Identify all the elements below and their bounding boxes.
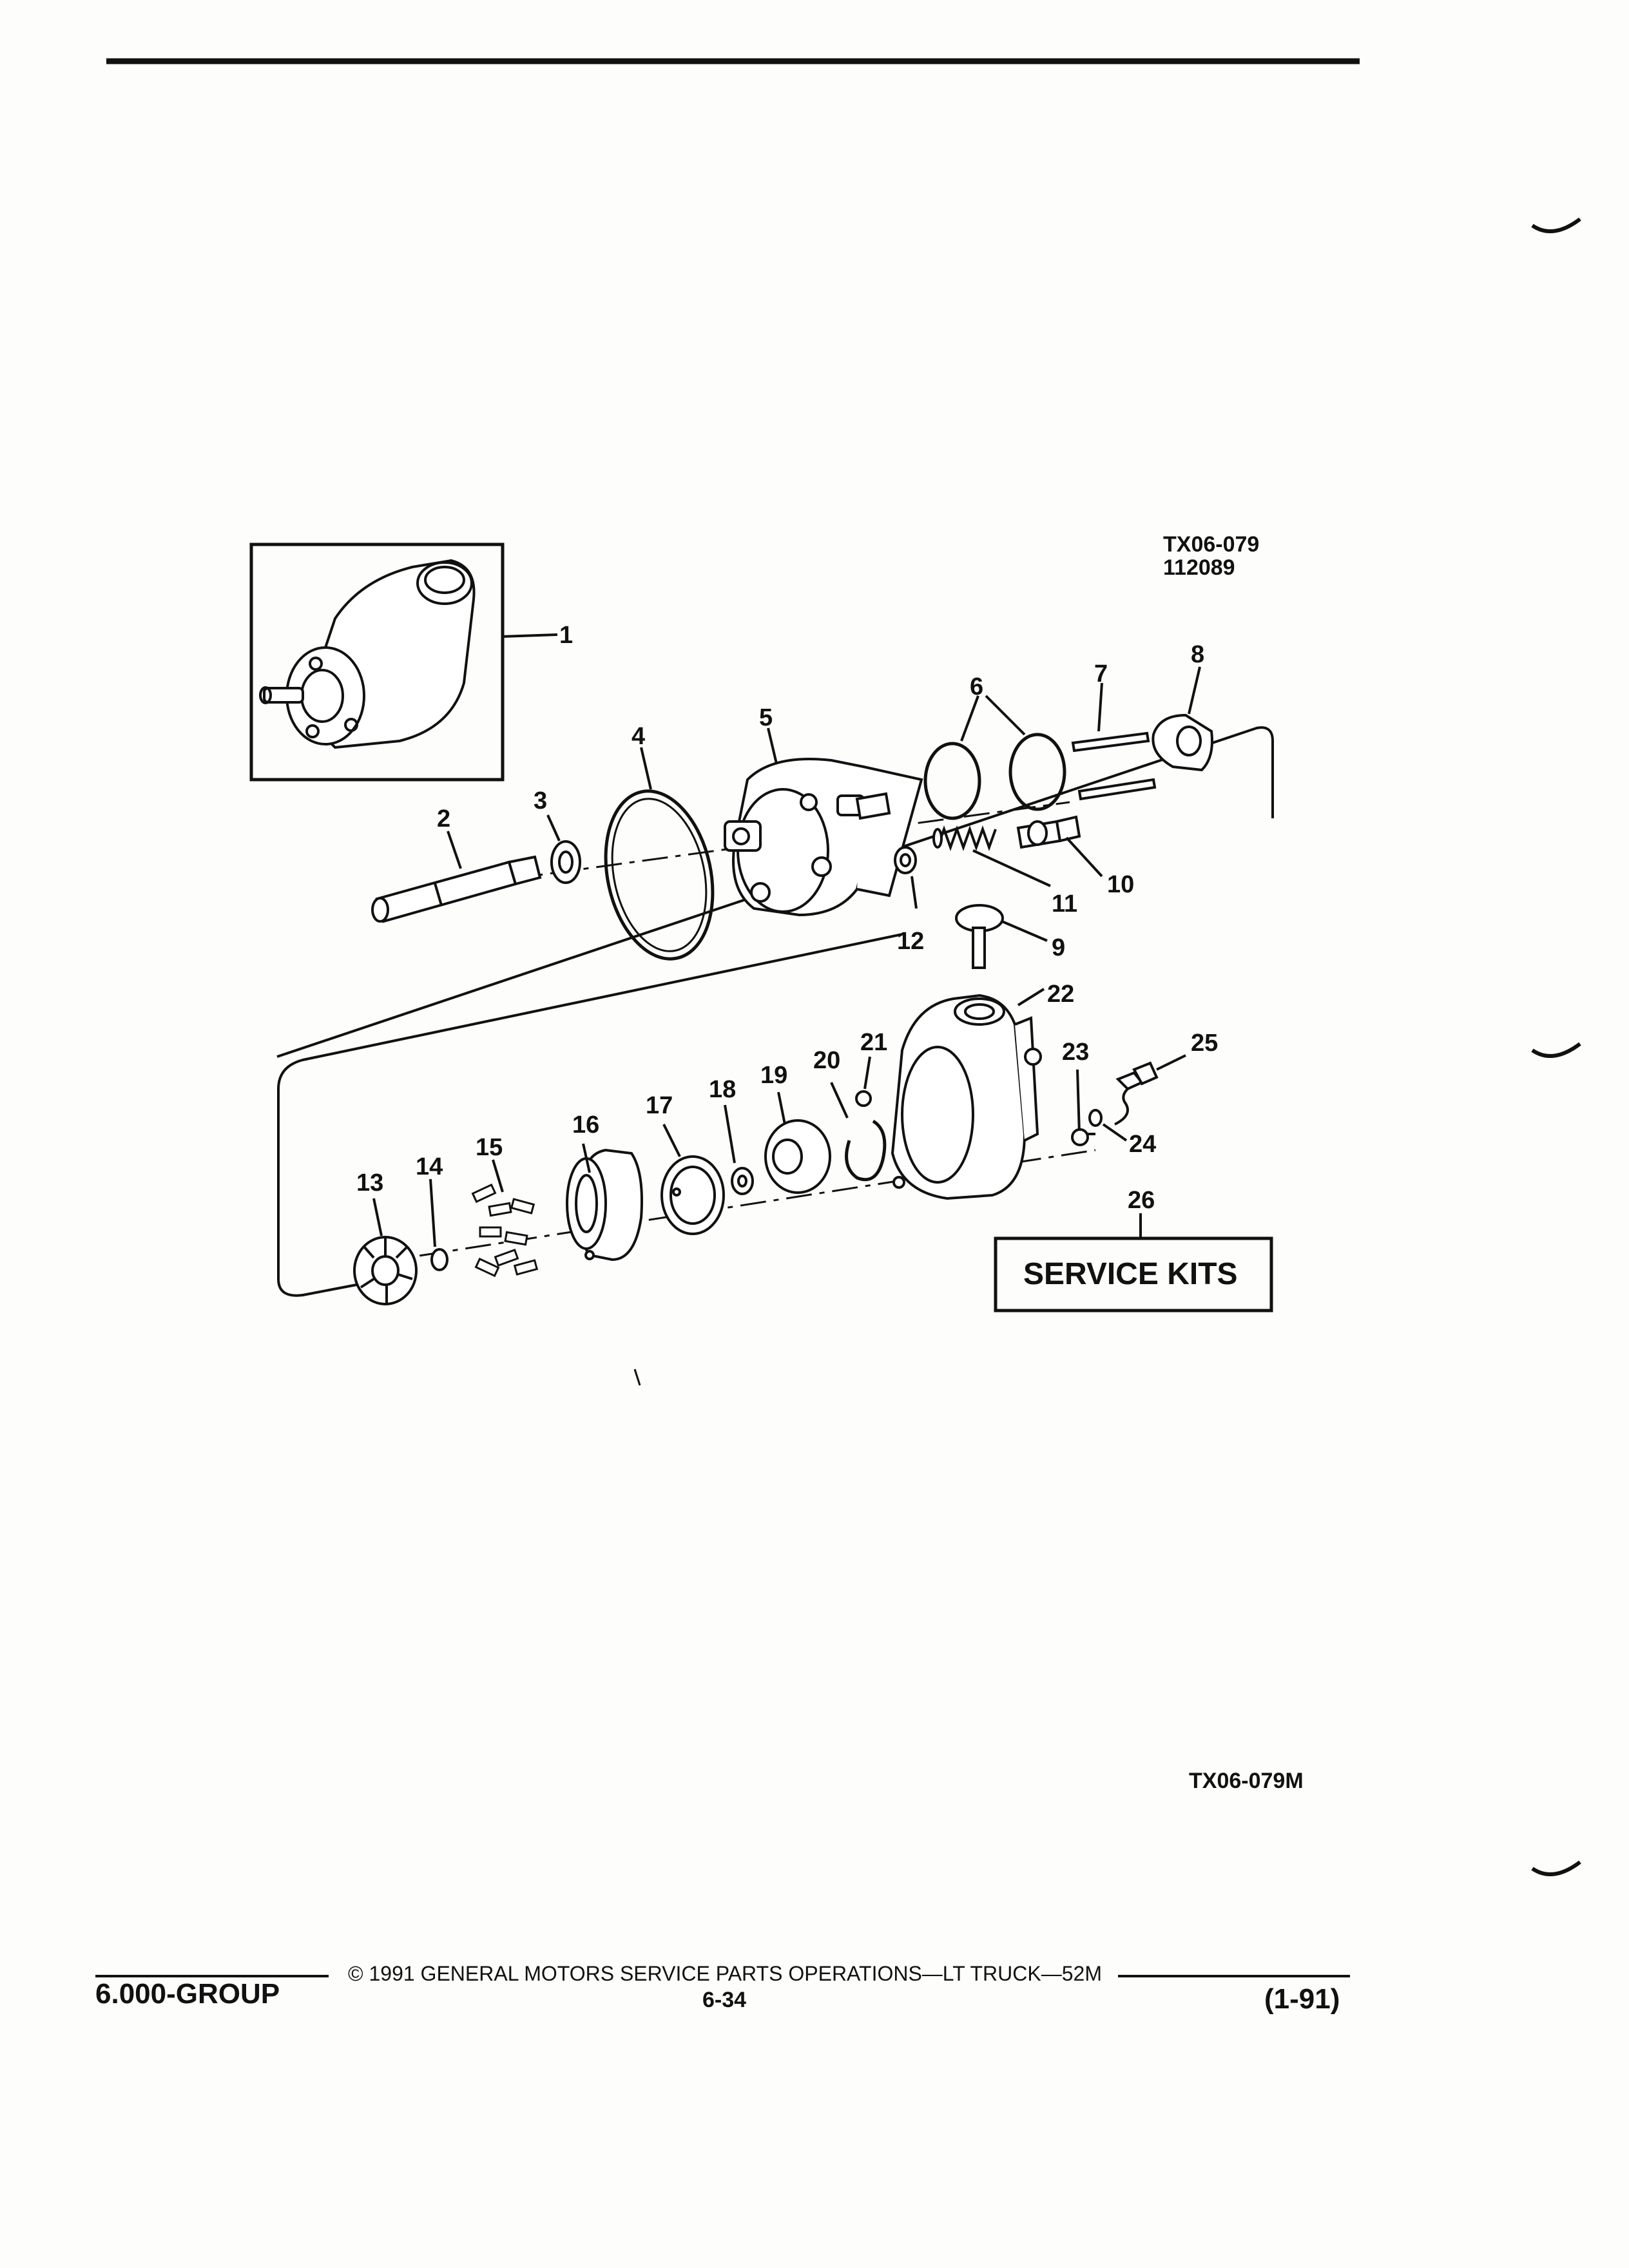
part-10-valve [1016, 815, 1081, 849]
binder-mark-bottom [1531, 1860, 1581, 1876]
callout-5: 5 [759, 704, 773, 731]
callout-13: 13 [356, 1169, 384, 1196]
figure-code: TX06-079 [1163, 532, 1260, 557]
footer-page-number: 6-34 [702, 1988, 747, 2012]
service-kits-box [994, 1236, 1273, 1312]
callout-12: 12 [897, 928, 925, 955]
part-14-retainer [430, 1248, 448, 1271]
service-kits-label: SERVICE KITS [1023, 1257, 1238, 1291]
callout-8: 8 [1191, 641, 1205, 668]
figure-date: 112089 [1163, 555, 1235, 580]
figure-code-bottom: TX06-079M [1189, 1769, 1304, 1793]
upper-group-boundary [276, 726, 1274, 1058]
callout-25: 25 [1191, 1030, 1219, 1057]
part-23-fitting [1024, 1048, 1042, 1066]
binder-mark-mid [1531, 1042, 1581, 1058]
part-6-orings [923, 733, 1066, 820]
part-13-rotor [353, 1236, 418, 1305]
callout-14: 14 [416, 1153, 443, 1180]
part-18-washer [731, 1167, 754, 1195]
callout-24: 24 [1129, 1131, 1157, 1158]
callout-2: 2 [437, 805, 451, 832]
part-9-cap [955, 904, 1004, 969]
binder-mark-top [1531, 217, 1581, 233]
callout-6: 6 [970, 673, 984, 700]
callout-23: 23 [1062, 1039, 1090, 1066]
callout-7: 7 [1094, 660, 1108, 687]
callout-19: 19 [760, 1062, 788, 1089]
part-21-nut [855, 1090, 872, 1107]
callout-17: 17 [646, 1092, 673, 1119]
callout-18: 18 [709, 1076, 737, 1103]
callout-3: 3 [534, 787, 548, 814]
leader-1 [501, 633, 558, 638]
footer-copyright: © 1991 GENERAL MOTORS SERVICE PARTS OPER… [348, 1962, 1102, 1985]
part-8-end-plate [1152, 713, 1213, 772]
callout-21: 21 [860, 1029, 888, 1056]
part-3-bearing [550, 840, 581, 884]
part-12-washer [894, 846, 917, 874]
footer-revision: (1-91) [1264, 1983, 1340, 2015]
callout-1: 1 [559, 622, 574, 649]
footer-group: 6.000-GROUP [95, 1978, 280, 2010]
part-15-vanes [471, 1183, 539, 1278]
part-2-shaft [371, 855, 542, 923]
callout-22: 22 [1047, 981, 1075, 1008]
lower-group-boundary [277, 933, 903, 1297]
part-7-pins [1071, 731, 1157, 801]
callout-20: 20 [813, 1047, 841, 1074]
callout-15: 15 [476, 1134, 503, 1161]
part-4-oring [604, 789, 715, 961]
callout-4: 4 [631, 723, 646, 750]
part-19-seal [764, 1119, 831, 1194]
part-22-reservoir [891, 994, 1039, 1200]
part-25-stud [1114, 1061, 1159, 1126]
callout-16: 16 [572, 1111, 600, 1139]
part-17-pressure-plate [660, 1155, 725, 1235]
assembly-inset [249, 543, 505, 782]
part-20-snap-ring [845, 1119, 887, 1182]
part-24-seal [1071, 1109, 1103, 1146]
callout-10: 10 [1107, 871, 1135, 898]
callout-11: 11 [1052, 890, 1078, 918]
callout-26: 26 [1128, 1187, 1155, 1214]
part-5-pump-housing [724, 758, 923, 917]
part-11-spring [932, 825, 997, 851]
callout-9: 9 [1052, 934, 1066, 961]
part-16-cam-ring [566, 1148, 643, 1262]
